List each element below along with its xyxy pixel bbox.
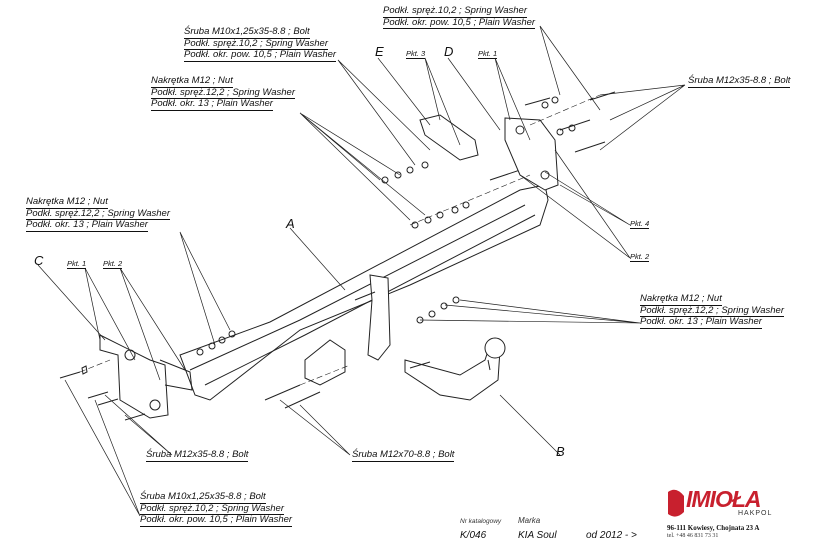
company-logo-icon [668, 489, 684, 517]
company-phone: tel. +48 46 831 73 31 [667, 533, 719, 539]
crossbar [179, 184, 549, 401]
point-4-label: Pkt. 4 [630, 219, 650, 229]
top-washer-line-2: Podkł. okr. pow. 10,5 ; Plain Washer [383, 16, 536, 29]
plate-e [419, 114, 479, 161]
bracket-d [504, 117, 559, 191]
top-washer-line-1: Podkł. spręż.10,2 ; Spring Washer [383, 5, 527, 18]
bolt-m12-bottom-line: Śruba M12x35-8.8 ; Bolt [146, 449, 249, 462]
bracket-c [99, 334, 169, 419]
nut-m12-top-label: Nakrętka M12 ; Nut Podkł. spręż.12,2 ; S… [151, 75, 295, 111]
part-letter-a: A [286, 216, 295, 231]
part-letter-b: B [556, 444, 565, 459]
point-1-left-label: Pkt. 1 [67, 259, 87, 269]
bolt-m10-bottom-line-1: Śruba M10x1,25x35-8.8 ; Bolt [140, 491, 266, 504]
bolt-m10-top-line-3: Podkł. okr. pow. 10,5 ; Plain Washer [184, 49, 337, 62]
part-letter-d: D [444, 44, 454, 59]
nut-m12-top-line-3: Podkł. okr. 13 ; Plain Washer [151, 98, 273, 111]
point-2-left-label: Pkt. 2 [103, 259, 123, 269]
brand-name: KIA Soul [518, 530, 557, 541]
point-1-top-label: Pkt. 1 [478, 49, 498, 59]
nut-m12-left-line-3: Podkł. okr. 13 ; Plain Washer [26, 219, 148, 232]
nut-m12-right-label: Nakrętka M12 ; Nut Podkł. spręż.12,2 ; S… [640, 293, 784, 329]
company-address: 96-111 Kowiesy, Chojnata 23 A [667, 524, 760, 532]
nut-m12-right-line-1: Nakrętka M12 ; Nut [640, 293, 722, 306]
top-washer-label: Podkł. spręż.10,2 ; Spring Washer Podkł.… [383, 5, 536, 29]
catalog-label: Nr katalogowy [460, 518, 502, 525]
bolt-m12-right-label: Śruba M12x35-8.8 ; Bolt [688, 75, 791, 88]
bolt-m10-top-label: Śruba M10x1,25x35-8.8 ; Bolt Podkł. sprę… [184, 26, 337, 62]
point-3-label: Pkt. 3 [406, 49, 426, 59]
bolt-m12-right-line: Śruba M12x35-8.8 ; Bolt [688, 75, 791, 88]
company-logo-text: IMIOŁA [686, 486, 761, 512]
catalog-number: K/046 [460, 530, 487, 541]
company-logo-sub: HAKPOL [738, 510, 773, 517]
bolt-m12x70-label: Śruba M12x70-8.8 ; Bolt [352, 449, 455, 462]
part-letter-e: E [375, 44, 384, 59]
bolt-m10-top-line-1: Śruba M10x1,25x35-8.8 ; Bolt [184, 26, 310, 39]
center-bracket [367, 274, 391, 361]
bolt-m12x70-line: Śruba M12x70-8.8 ; Bolt [352, 449, 455, 462]
bolt-m12-bottom-label: Śruba M12x35-8.8 ; Bolt [146, 449, 249, 462]
tow-ball-neck [404, 344, 501, 401]
part-letter-c: C [34, 253, 44, 268]
point-2-right-label: Pkt. 2 [630, 252, 650, 262]
brand-label: Marka [518, 516, 541, 525]
bolt-m10-bottom-label: Śruba M10x1,25x35-8.8 ; Bolt Podkł. sprę… [140, 491, 293, 527]
nut-m12-right-line-3: Podkł. okr. 13 ; Plain Washer [640, 316, 762, 329]
bolt-m10-bottom-line-3: Podkł. okr. pow. 10,5 ; Plain Washer [140, 514, 293, 527]
nut-m12-left-line-1: Nakrętka M12 ; Nut [26, 196, 108, 209]
tow-ball [484, 337, 506, 359]
nut-m12-left-label: Nakrętka M12 ; Nut Podkł. spręż.12,2 ; S… [26, 196, 170, 232]
model-years: od 2012 - > [586, 530, 637, 541]
nut-m12-top-line-1: Nakrętka M12 ; Nut [151, 75, 233, 88]
socket-plate [304, 339, 346, 386]
